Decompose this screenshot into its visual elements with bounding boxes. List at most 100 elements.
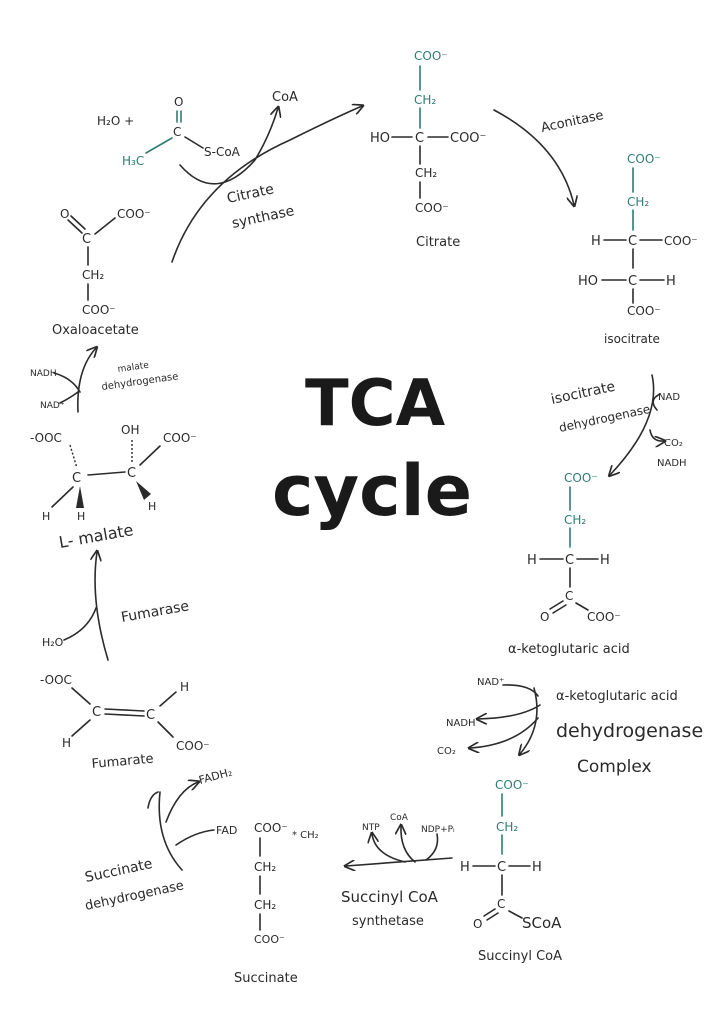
succinyl-double-2 [487,913,498,920]
citrate-ch2-bottom: CH₂ [415,166,437,180]
malate-dh-line-1: malate [117,361,150,375]
malate-oh: OH [121,423,139,437]
oxaloacetate-bond-coo [95,218,115,234]
ndp-in-curve [426,834,438,860]
malate-c2: C [127,466,136,481]
succinate-note: * CH₂ [292,830,319,841]
malate-c1: C [72,471,81,486]
akg-dh-nad: NAD⁺ [477,677,504,688]
akg-bond-coo [576,603,588,610]
akg-o: O [540,610,549,624]
title-line-2: cycle [272,450,472,532]
fumarate-bond-1 [72,688,90,704]
succinate-coo-top: COO⁻ [254,821,288,835]
oxaloacetate-c: C [82,232,91,247]
succinyl-c1: C [497,860,506,875]
succinate: COO⁻ CH₂ CH₂ COO⁻ * CH₂ Succinate [234,821,319,986]
malate-dh-nadh-curve [54,373,80,392]
fumarate-ooc: -OOC [40,673,72,687]
succinyl-synth-ndp: NDP+Pᵢ [421,825,455,835]
succinyl-name: Succinyl CoA [478,949,562,964]
oxaloacetate-ch2: CH₂ [82,268,104,282]
oxaloacetate-name: Oxaloacetate [52,323,139,338]
isocitrate-c2: C [628,274,637,289]
isocitrate-coo-bottom: COO⁻ [627,304,661,318]
malate-h3: H [148,500,156,513]
succinyl-bond-scoa [509,911,522,918]
isocitrate-c1: C [628,234,637,249]
malate-dh-nadh: NADH [30,369,57,379]
isocitrate-dh-co2: CO₂ [664,438,683,449]
acetyl-s-bond [185,137,203,148]
citrate-coo-right: COO⁻ [450,131,486,146]
citrate-synthase-line-1: Citrate [226,181,276,207]
malate-dh-arrow [78,348,96,412]
isocitrate-name: isocitrate [604,332,660,346]
citrate: COO⁻ CH₂ HO C COO⁻ CH₂ COO⁻ Citrate [370,49,486,250]
citrate-c: C [415,131,424,146]
succinate-dh-arrow [159,792,182,870]
isocitrate-coo-right: COO⁻ [664,234,698,248]
succinyl-synth-line-2: synthetase [352,914,424,929]
akg-c1: C [565,553,574,568]
succinate-dh-fadh2: FADH₂ [197,766,233,787]
akg-dh-nad-curve [503,685,538,696]
isocitrate-h2: H [666,274,676,289]
succinyl-synth-line-1: Succinyl CoA [341,888,439,906]
fumarase-water-curve [64,608,96,640]
fumarase-name: Fumarase [120,598,190,626]
malate-dh-line-2: dehydrogenase [101,371,179,393]
fumarate-name: Fumarate [91,752,154,772]
succinyl-synth-arrow [346,858,452,866]
succinyl-h1: H [460,860,470,875]
oxaloacetate-o: O [60,207,69,221]
malate-h1: H [42,510,50,523]
oxaloacetate-coo-top: COO⁻ [117,207,151,221]
succinate-ch2b: CH₂ [254,898,276,912]
citrate-name: Citrate [416,235,460,250]
isocitrate-dh-arrow [610,375,654,475]
malate-wedge-2 [136,481,151,500]
malate-dh-nad: NAD⁺ [40,401,65,411]
fumarate-h2: H [180,680,189,694]
isocitrate-ch2: CH₂ [627,195,649,209]
ntp-out-curve [372,834,405,862]
malate-hashed-bond-1 [70,445,77,468]
isocitrate: COO⁻ CH₂ H C COO⁻ HO C H COO⁻ isocitrate [578,152,698,346]
fumarate-bond-2 [72,720,90,736]
succinate-coo-bottom: COO⁻ [254,933,285,946]
citrate-synthase-line-2: synthase [231,203,296,232]
citrate-ho: HO [370,131,390,146]
isocitrate-dh-line-1: isocitrate [550,379,617,408]
succinyl-synth-coa: CoA [390,813,409,823]
succinyl-scoa: SCoA [522,914,562,932]
akg-dh-nadh: NADH [446,718,476,729]
fumarate: -OOC C C H H COO⁻ Fumarate [40,673,210,772]
coa-out-curve [401,826,415,862]
acetyl-scoa-label: S-CoA [204,145,241,159]
malate-coo: COO⁻ [163,431,197,445]
isocitrate-h: H [591,234,601,249]
akg-coo-top: COO⁻ [564,471,598,485]
succinate-dh-line-1: Succinate [84,856,154,886]
akg-dh-line-2: dehydrogenase [556,720,703,742]
akg-dh-nadh-curve [478,705,540,719]
citrate-coo-bottom: COO⁻ [415,201,449,215]
acetyl-c-label: C [173,125,181,139]
coa-released-label: CoA [272,90,298,105]
succinyl-ch2: CH₂ [496,820,518,834]
fadh2-out-curve [166,782,198,822]
acetyl-o-label: O [174,95,183,109]
succinyl-coo-top: COO⁻ [495,778,529,792]
fumarate-c1: C [92,705,101,720]
isocitrate-dh-nad: NAD [658,392,680,403]
oxaloacetate-coo-bottom: COO⁻ [82,303,116,317]
fad-in-curve [176,830,214,845]
fumarase-arrow [95,552,108,660]
title-line-1: TCA [305,367,446,441]
akg-c2: C [565,589,573,603]
akg-dh-co2: CO₂ [437,746,456,757]
citrate-coo-top: COO⁻ [414,49,448,63]
oxaloacetate-double-1 [68,220,82,233]
